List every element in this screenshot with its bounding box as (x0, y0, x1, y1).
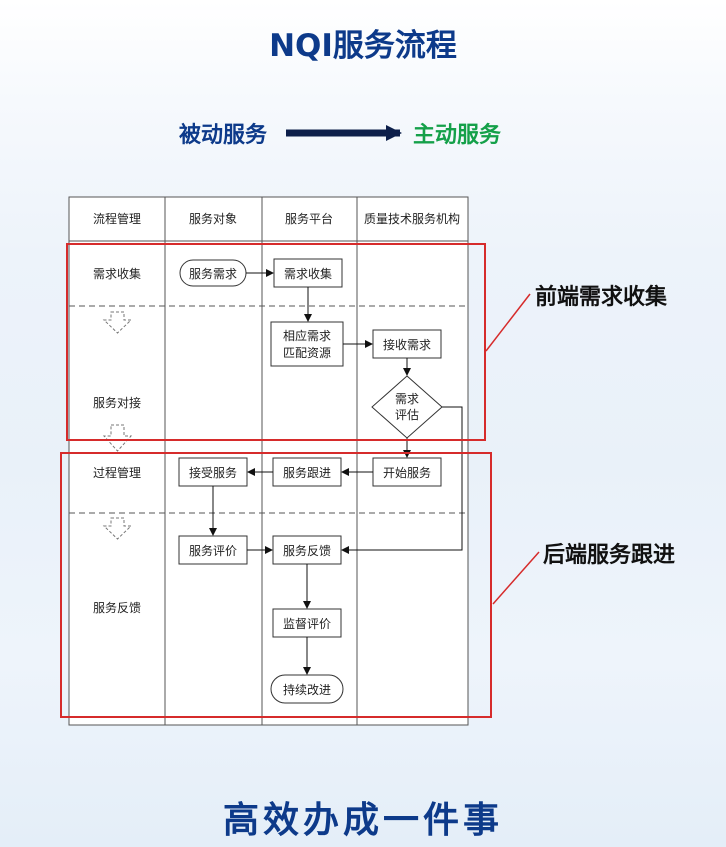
svg-text:接受服务: 接受服务 (189, 465, 237, 480)
front-end-highlight-box (66, 243, 486, 441)
stage-demand-collect: 需求收集 (93, 266, 141, 281)
back-end-callout: 后端服务跟进 (543, 543, 676, 568)
column-header-client: 服务对象 (189, 211, 237, 226)
back-end-highlight-box (60, 452, 492, 718)
slogan: 高效办成一件事 (222, 800, 503, 841)
svg-text:服务跟进: 服务跟进 (283, 465, 331, 480)
node-accept-service: 接受服务 (178, 457, 248, 487)
node-receive-demand: 接收需求 (372, 329, 442, 359)
active-service-label: 主动服务 (413, 123, 502, 148)
svg-text:开始服务: 开始服务 (383, 465, 431, 480)
svg-text:接收需求: 接收需求 (383, 337, 431, 352)
back-end-callout-line (492, 551, 540, 605)
node-start-service: 开始服务 (372, 457, 442, 487)
column-header-platform: 服务平台 (285, 211, 333, 226)
svg-text:需求: 需求 (395, 392, 419, 406)
node-continuous-improve: 持续改进 (270, 674, 344, 704)
stage-down-arrow-icon (102, 517, 133, 540)
svg-text:监督评价: 监督评价 (283, 616, 331, 631)
front-end-callout-line (485, 293, 531, 352)
node-supervise-evaluate: 监督评价 (272, 608, 342, 638)
page-title: NQI服务流程 (269, 28, 457, 64)
front-end-callout: 前端需求收集 (535, 285, 668, 310)
svg-text:持续改进: 持续改进 (283, 682, 331, 697)
svg-text:需求收集: 需求收集 (284, 266, 332, 281)
node-match-resource: 相应需求 匹配资源 (270, 321, 344, 367)
stage-down-arrow-icon (102, 424, 133, 452)
stage-service-docking: 服务对接 (93, 395, 141, 410)
node-service-feedback: 服务反馈 (272, 535, 342, 565)
svg-text:服务反馈: 服务反馈 (283, 543, 331, 558)
node-service-followup: 服务跟进 (272, 457, 342, 487)
stage-service-feedback: 服务反馈 (93, 600, 141, 615)
passive-service-label: 被动服务 (179, 123, 268, 148)
node-service-evaluation: 服务评价 (178, 535, 248, 565)
node-service-demand: 服务需求 (179, 259, 247, 287)
svg-text:服务评价: 服务评价 (189, 543, 237, 558)
node-demand-collect: 需求收集 (273, 258, 343, 288)
svg-text:相应需求: 相应需求 (283, 328, 331, 343)
svg-text:服务需求: 服务需求 (189, 266, 237, 281)
svg-text:评估: 评估 (395, 408, 419, 422)
stage-process-management: 过程管理 (93, 465, 141, 480)
stage-down-arrow-icon (102, 311, 133, 334)
svg-text:匹配资源: 匹配资源 (283, 346, 331, 360)
column-header-process: 流程管理 (93, 211, 141, 226)
column-header-institution: 质量技术服务机构 (364, 211, 460, 226)
